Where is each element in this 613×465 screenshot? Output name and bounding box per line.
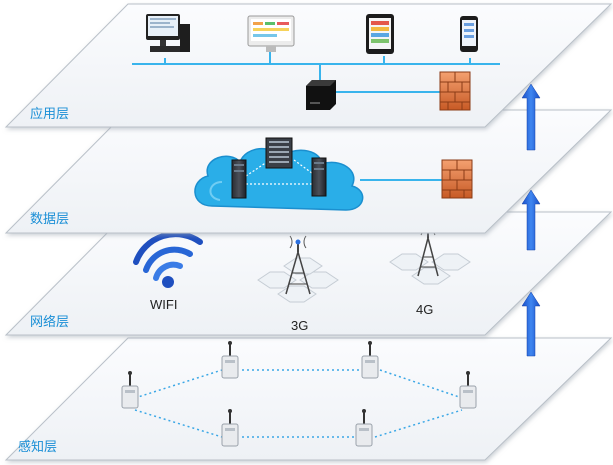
sensor-node-icon [459,371,477,409]
router-icon [306,80,336,110]
sensor-node-icon [361,341,379,379]
network-layer-label: 网络层 [30,314,69,330]
wifi-icon [133,231,203,288]
monitor-icon [247,15,295,52]
phone-icon [460,16,478,52]
cell-tower-icon [389,224,471,285]
server-icon [311,157,327,197]
data-layer-label: 数据层 [30,212,69,227]
application-layer-label: 应用层 [30,106,69,122]
desktop-computer-icon [146,14,190,52]
server-rack-icon [265,137,293,169]
arrow-up-icon [521,83,541,151]
sensor-node-icon [355,409,373,447]
network-layer: 网络层 WIFI 3G [4,211,613,336]
arrow-up-icon [521,189,541,251]
sensor-node-icon [221,341,239,379]
sensor-node-icon [221,409,239,447]
application-layer: 应用层 [4,3,613,128]
sensor-node-icon [121,371,139,409]
upward-arrows [521,83,541,357]
perception-layer-plane [4,337,613,461]
label-3g: 3G [291,318,308,333]
perception-layer: 感知层 [4,337,613,461]
wifi-label: WIFI [150,297,177,312]
tablet-icon [366,14,394,54]
perception-layer-label: 感知层 [18,439,57,455]
firewall-icon [441,159,473,199]
data-layer: 数据层 [4,109,613,234]
sensor-links [134,369,463,438]
server-icon [231,159,247,199]
label-4g: 4G [416,302,433,317]
cell-tower-icon [257,235,339,303]
arrow-up-icon [521,291,541,357]
firewall-icon [439,71,471,111]
